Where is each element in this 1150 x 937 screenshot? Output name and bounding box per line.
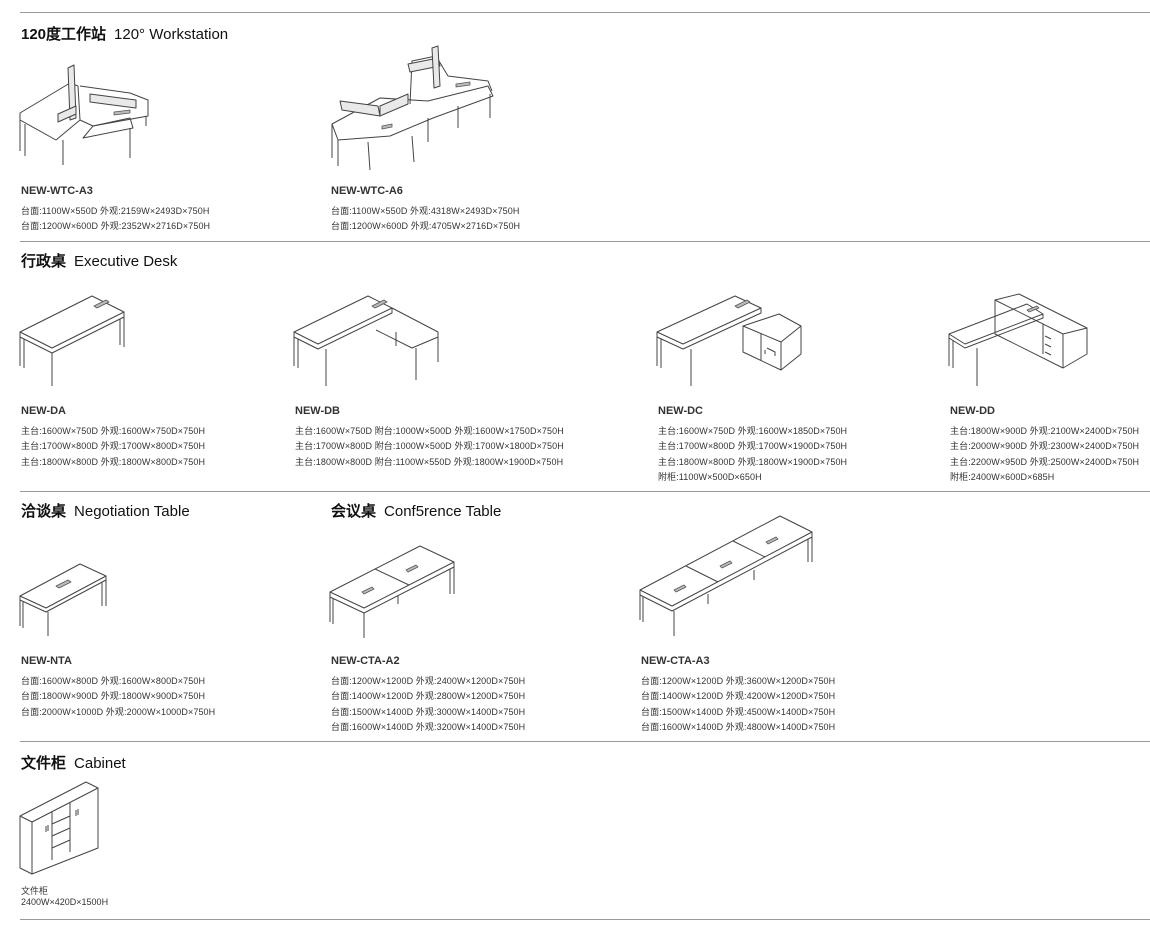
cta-a3-drawing xyxy=(638,514,816,638)
spec-line: 台面:1400W×1200D 外观:4200W×1200D×750H xyxy=(641,691,836,702)
spec-line: 台面:2000W×1000D 外观:2000W×1000D×750H xyxy=(21,706,216,717)
spec-line: 附柜:2400W×600D×685H xyxy=(950,471,1055,482)
model-name: NEW-NTA xyxy=(21,655,72,667)
spec-list: 主台:1600W×750D 外观:1600W×1850D×750H 主台:170… xyxy=(658,424,847,485)
product-card: NEW-DC 主台:1600W×750D 外观:1600W×1850D×750H… xyxy=(658,405,847,485)
product-card: NEW-CTA-A3 台面:1200W×1200D 外观:3600W×1200D… xyxy=(641,655,835,735)
product-card: NEW-DA 主台:1600W×750D 外观:1600W×750D×750H … xyxy=(21,405,205,470)
model-name: NEW-WTC-A6 xyxy=(331,185,403,197)
spec-line: 台面:1200W×1200D 外观:3600W×1200D×750H xyxy=(641,676,836,686)
model-name: NEW-WTC-A3 xyxy=(21,185,93,197)
section-title-zh: 洽谈桌 xyxy=(21,503,67,520)
section-title-zh: 会议桌 xyxy=(331,503,377,520)
spec-list: 主台:1600W×750D 外观:1600W×750D×750H 主台:1700… xyxy=(21,424,205,470)
spec-list: 台面:1600W×800D 外观:1600W×800D×750H 台面:1800… xyxy=(21,674,215,720)
model-name: NEW-DC xyxy=(658,405,703,417)
section-title-en: Cabinet xyxy=(74,755,126,772)
model-name: NEW-CTA-A2 xyxy=(331,655,400,667)
spec-list: 主台:1600W×750D 附台:1000W×500D 外观:1600W×175… xyxy=(295,424,564,470)
section-title-en: Conf5rence Table xyxy=(384,503,502,520)
cta-a2-drawing xyxy=(328,544,458,640)
cabinet-spec: 2400W×420D×1500H xyxy=(21,897,109,907)
spec-line: 主台:1600W×750D 外观:1600W×1850D×750H xyxy=(658,426,848,436)
spec-line: 主台:1800W×800D 外观:1800W×800D×750H xyxy=(21,456,206,467)
spec-list: 台面:1200W×1200D 外观:2400W×1200D×750H 台面:14… xyxy=(331,674,525,735)
da-drawing xyxy=(18,292,128,388)
product-card: NEW-WTC-A6 台面:1100W×550D 外观:4318W×2493D×… xyxy=(331,185,520,235)
spec-line: 台面:1500W×1400D 外观:3000W×1400D×750H xyxy=(331,706,526,717)
model-name: NEW-DD xyxy=(950,405,995,417)
section-title-workstation: 120度工作站 120° Workstation xyxy=(21,23,228,44)
spec-line: 台面:1400W×1200D 外观:2800W×1200D×750H xyxy=(331,691,526,702)
spec-line: 台面:1600W×800D 外观:1600W×800D×750H xyxy=(21,676,206,686)
product-card: NEW-WTC-A3 台面:1100W×550D 外观:2159W×2493D×… xyxy=(21,185,210,235)
spec-line: 主台:1700W×800D 外观:1700W×1900D×750H xyxy=(658,441,848,452)
product-card: NEW-DB 主台:1600W×750D 附台:1000W×500D 外观:16… xyxy=(295,405,564,470)
product-card: NEW-CTA-A2 台面:1200W×1200D 外观:2400W×1200D… xyxy=(331,655,525,735)
divider xyxy=(20,241,1150,242)
divider xyxy=(20,12,1150,13)
spec-list: 台面:1200W×1200D 外观:3600W×1200D×750H 台面:14… xyxy=(641,674,835,735)
dc-drawing xyxy=(655,292,805,388)
spec-line: 台面:1800W×900D 外观:1800W×900D×750H xyxy=(21,691,206,702)
section-title-executive: 行政桌 Executive Desk xyxy=(21,250,177,271)
dd-drawing xyxy=(947,292,1089,388)
db-drawing xyxy=(292,292,442,388)
wtc-a6-drawing xyxy=(328,45,498,172)
model-name: NEW-DA xyxy=(21,405,66,417)
spec-line: 台面:1600W×1400D 外观:3200W×1400D×750H xyxy=(331,721,526,732)
model-name: NEW-DB xyxy=(295,405,340,417)
spec-line: 主台:2000W×900D 外观:2300W×2400D×750H xyxy=(950,441,1140,452)
section-title-en: Negotiation Table xyxy=(74,503,190,520)
spec-line: 台面:1500W×1400D 外观:4500W×1400D×750H xyxy=(641,706,836,717)
spec-line: 台面:1200W×1200D 外观:2400W×1200D×750H xyxy=(331,676,526,686)
spec-line: 主台:1800W×800D 外观:1800W×1900D×750H xyxy=(658,456,848,467)
section-title-en: Executive Desk xyxy=(74,253,178,270)
section-title-negotiation: 洽谈桌 Negotiation Table xyxy=(21,500,190,521)
spec-line: 台面:1200W×600D 外观:4705W×2716D×750H xyxy=(331,221,521,232)
spec-line: 主台:1700W×800D 附台:1000W×500D 外观:1700W×180… xyxy=(295,441,564,452)
section-title-zh: 120度工作站 xyxy=(21,26,107,43)
product-card: NEW-DD 主台:1800W×900D 外观:2100W×2400D×750H… xyxy=(950,405,1139,485)
divider xyxy=(20,491,1150,492)
section-title-zh: 行政桌 xyxy=(21,253,67,270)
spec-line: 主台:2200W×950D 外观:2500W×2400D×750H xyxy=(950,456,1140,467)
spec-line: 附柜:1100W×500D×650H xyxy=(658,471,762,482)
spec-line: 主台:1800W×900D 外观:2100W×2400D×750H xyxy=(950,426,1140,436)
cabinet-drawing xyxy=(18,780,102,876)
wtc-a3-drawing xyxy=(18,58,153,166)
spec-line: 主台:1600W×750D 附台:1000W×500D 外观:1600W×175… xyxy=(295,426,564,436)
spec-line: 主台:1600W×750D 外观:1600W×750D×750H xyxy=(21,426,206,436)
spec-list: 主台:1800W×900D 外观:2100W×2400D×750H 主台:200… xyxy=(950,424,1139,485)
spec-line: 台面:1600W×1400D 外观:4800W×1400D×750H xyxy=(641,721,836,732)
spec-list: 台面:1100W×550D 外观:4318W×2493D×750H 台面:120… xyxy=(331,204,520,235)
cabinet-card: 文件柜 2400W×420D×1500H xyxy=(21,884,108,907)
divider xyxy=(20,919,1150,920)
section-title-en: 120° Workstation xyxy=(114,26,229,43)
spec-line: 主台:1700W×800D 外观:1700W×800D×750H xyxy=(21,441,206,452)
nta-drawing xyxy=(18,562,110,638)
spec-line: 主台:1800W×800D 附台:1100W×550D 外观:1800W×190… xyxy=(295,456,564,467)
section-title-conference: 会议桌 Conf5rence Table xyxy=(331,500,501,521)
divider xyxy=(20,741,1150,742)
spec-list: 台面:1100W×550D 外观:2159W×2493D×750H 台面:120… xyxy=(21,204,210,235)
product-card: NEW-NTA 台面:1600W×800D 外观:1600W×800D×750H… xyxy=(21,655,215,720)
spec-line: 台面:1100W×550D 外观:4318W×2493D×750H xyxy=(331,206,520,216)
section-title-zh: 文件柜 xyxy=(21,755,67,772)
section-title-cabinet: 文件柜 Cabinet xyxy=(21,752,126,773)
model-name: NEW-CTA-A3 xyxy=(641,655,710,667)
spec-line: 台面:1200W×600D 外观:2352W×2716D×750H xyxy=(21,221,211,232)
spec-line: 台面:1100W×550D 外观:2159W×2493D×750H xyxy=(21,206,210,216)
cabinet-name: 文件柜 xyxy=(21,886,49,896)
